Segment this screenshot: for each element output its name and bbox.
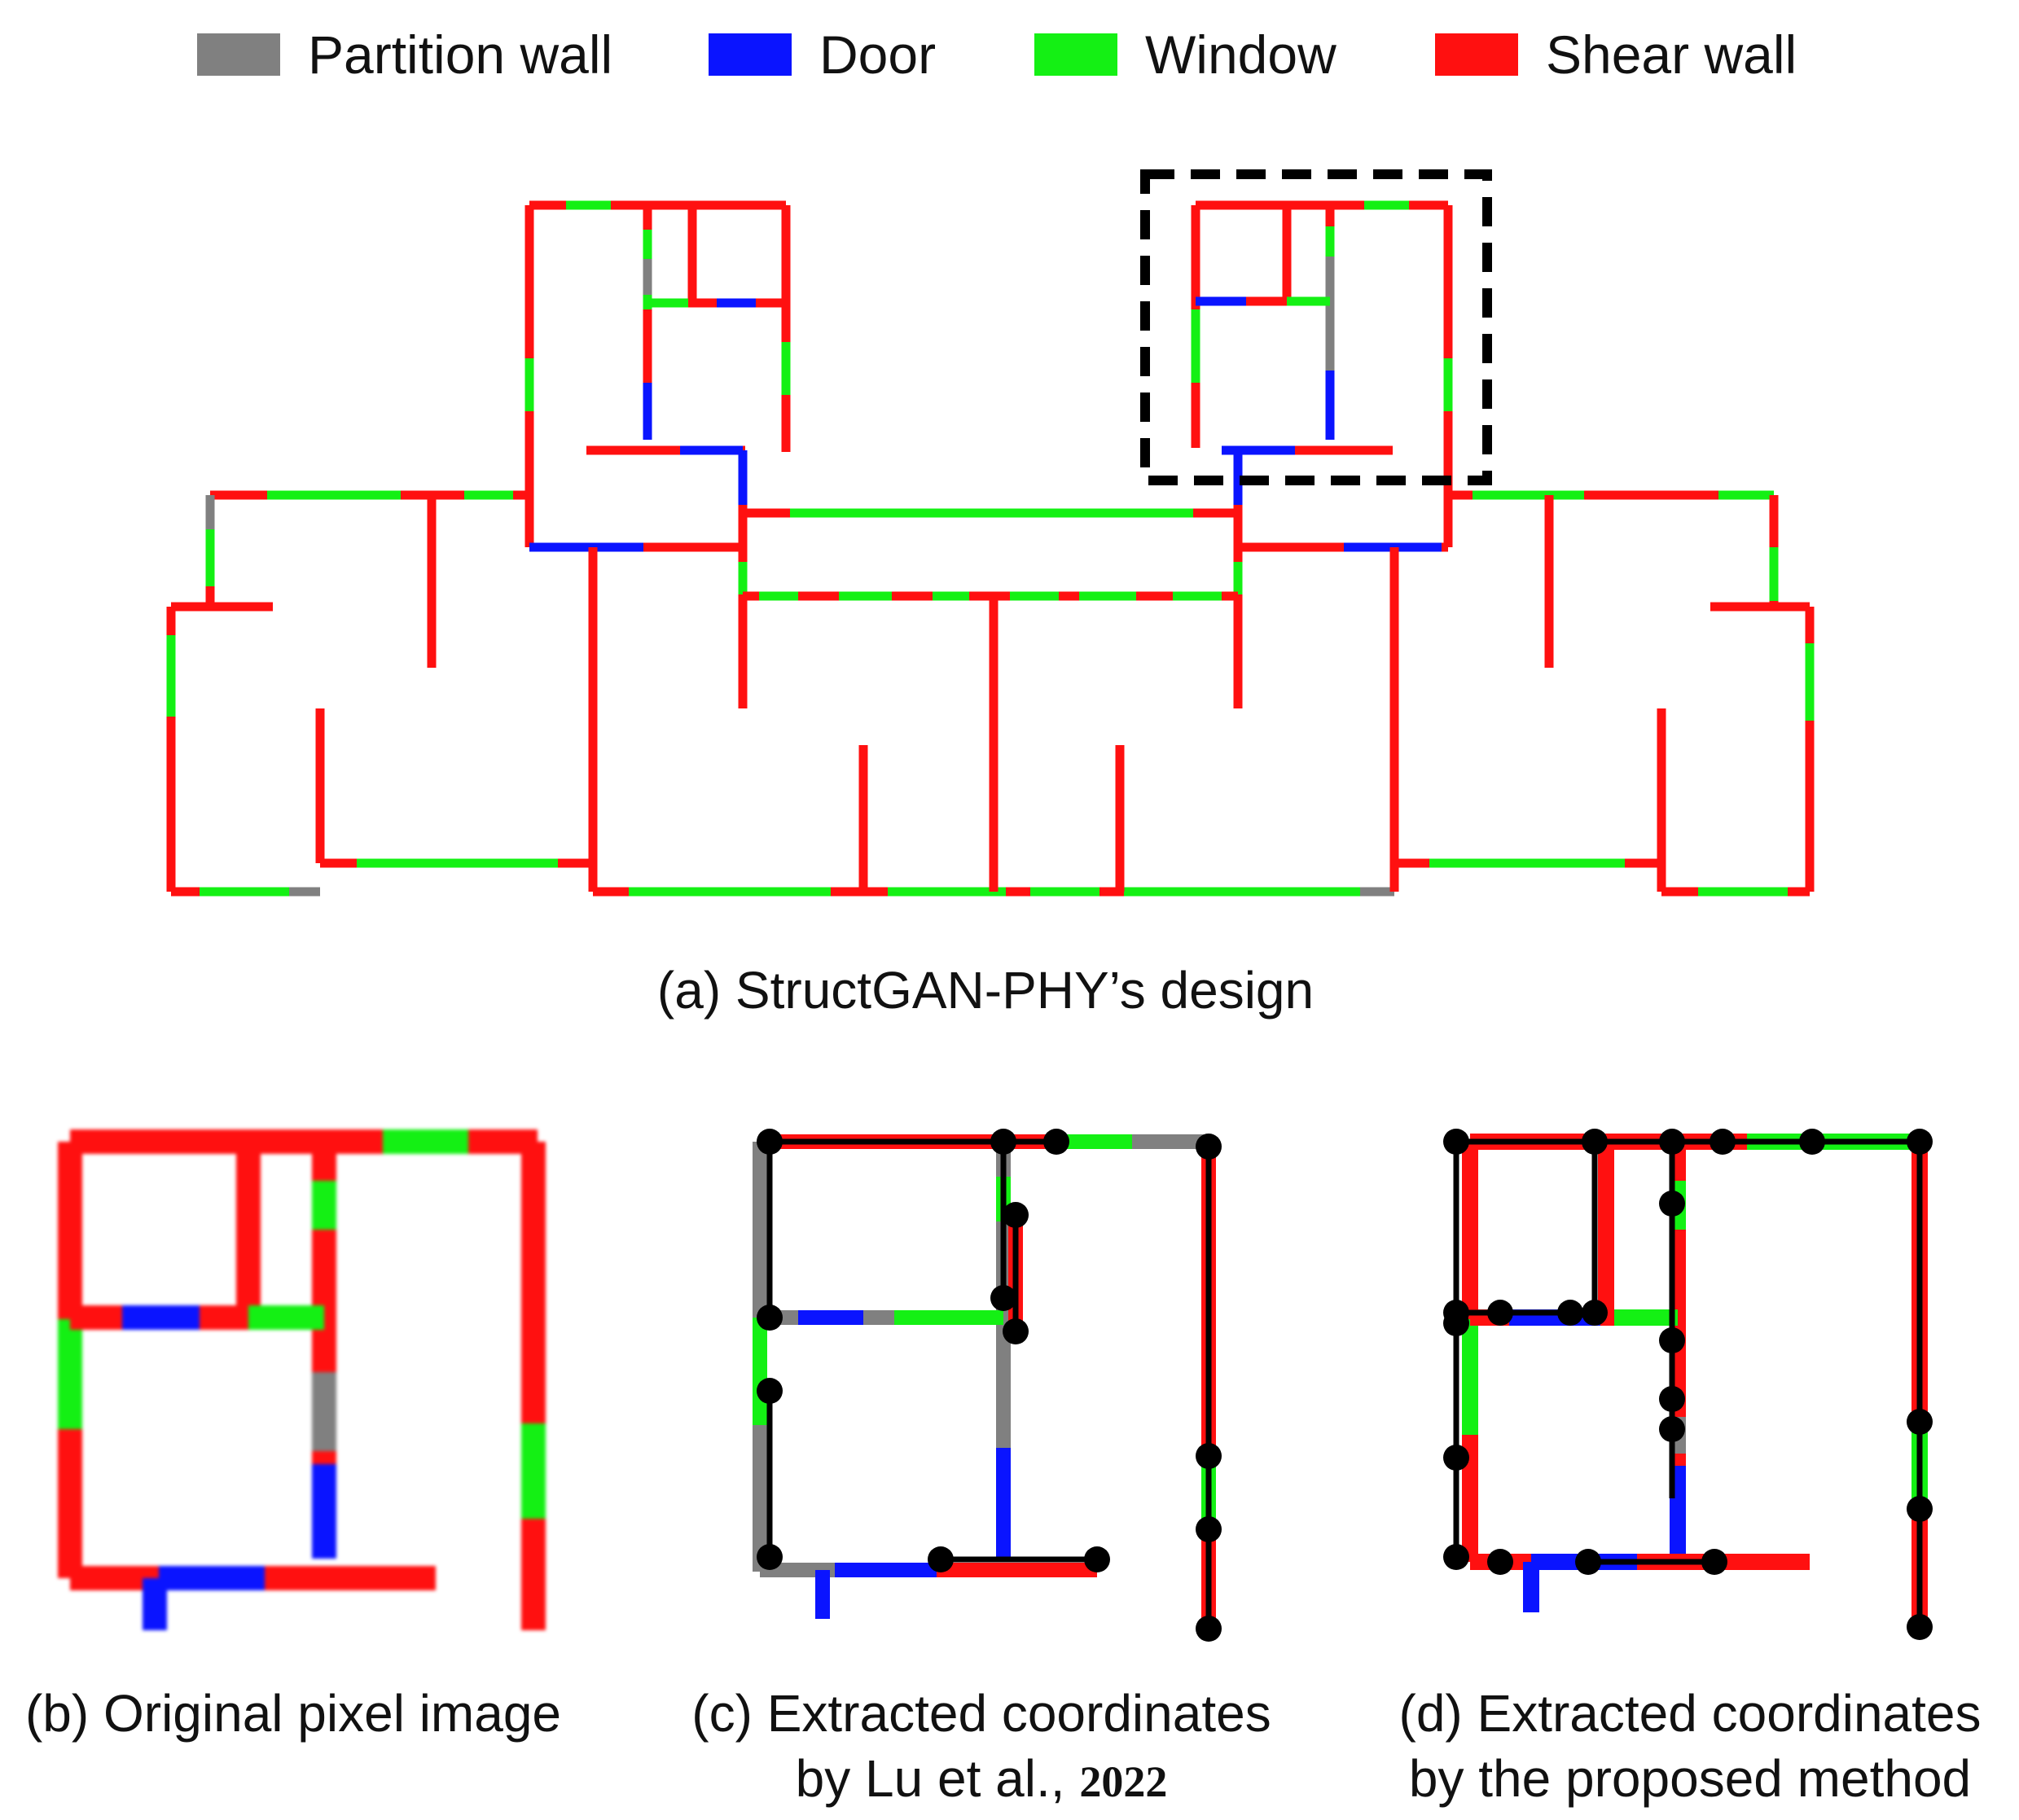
shear-wall-swatch [1435, 33, 1518, 76]
coordinate-node [990, 1285, 1016, 1311]
coordinate-node [757, 1305, 783, 1331]
coordinate-node [757, 1378, 783, 1404]
coordinate-node [757, 1129, 783, 1155]
coordinate-node [1443, 1445, 1469, 1471]
legend-label-partition-wall: Partition wall [308, 24, 613, 85]
coordinate-node [1043, 1129, 1069, 1155]
coordinate-node [1557, 1300, 1583, 1326]
coordinate-node [1907, 1614, 1933, 1640]
coordinate-node [1659, 1129, 1685, 1155]
extracted-coordinates-lu [753, 1129, 1222, 1642]
legend-item-shear-wall: Shear wall [1435, 26, 1797, 83]
coordinate-node [928, 1546, 954, 1572]
door-swatch [709, 33, 792, 76]
caption-c-author: by Lu et al. [795, 1749, 1051, 1808]
window-swatch [1034, 33, 1117, 76]
coordinate-node [1582, 1129, 1608, 1155]
coordinate-node [757, 1544, 783, 1570]
partition-wall-swatch [197, 33, 280, 76]
coordinate-node [1003, 1202, 1029, 1228]
coordinate-node [1659, 1191, 1685, 1217]
coordinate-node [1443, 1544, 1469, 1570]
legend-item-partition-wall: Partition wall [197, 26, 612, 83]
legend: Partition wall Door Window Shear wall [0, 0, 2019, 114]
caption-c-year: 2022 [1079, 1757, 1168, 1806]
coordinate-node [1196, 1516, 1222, 1542]
caption-d-line1: (d) Extracted coordinates [1398, 1684, 1982, 1743]
coordinate-node [1701, 1549, 1727, 1575]
coordinate-node [1003, 1318, 1029, 1344]
coordinate-node [1659, 1416, 1685, 1442]
coordinate-node [1443, 1129, 1469, 1155]
coordinate-node [1907, 1496, 1933, 1522]
coordinate-node [1710, 1129, 1736, 1155]
floor-plan-diagram [166, 169, 1815, 897]
coordinate-node [1799, 1129, 1825, 1155]
coordinate-node [1196, 1443, 1222, 1469]
legend-item-window: Window [1034, 26, 1336, 83]
caption-c-separator: , [1050, 1749, 1065, 1808]
caption-b: (b) Original pixel image [24, 1684, 562, 1743]
coordinate-node [1907, 1409, 1933, 1435]
coordinate-node [1443, 1310, 1469, 1336]
highlight-box [1140, 169, 1492, 485]
coordinate-node [1196, 1134, 1222, 1160]
caption-c-line1: (c) Extracted coordinates [691, 1684, 1271, 1743]
coordinate-node [1084, 1546, 1110, 1572]
legend-label-shear-wall: Shear wall [1546, 24, 1797, 85]
coordinate-node [1659, 1327, 1685, 1353]
caption-a: (a) StructGAN-PHY’s design [656, 961, 1315, 1020]
coordinate-node [1575, 1549, 1601, 1575]
coordinate-node [1196, 1616, 1222, 1642]
coordinate-node [990, 1129, 1016, 1155]
coordinate-node [1907, 1129, 1933, 1155]
coordinate-node [1487, 1549, 1513, 1575]
coordinate-node [1659, 1386, 1685, 1412]
coordinate-node [1487, 1300, 1513, 1326]
original-pixel-image [58, 1129, 546, 1630]
legend-label-window: Window [1145, 24, 1336, 85]
caption-c-line2: by Lu et al., 2022 [668, 1746, 1295, 1814]
legend-label-door: Door [819, 24, 937, 85]
extracted-coordinates-proposed [1443, 1129, 1933, 1640]
caption-d-line2: by the proposed method [1408, 1749, 1972, 1808]
legend-item-door: Door [709, 26, 936, 83]
coordinate-node [1582, 1300, 1608, 1326]
